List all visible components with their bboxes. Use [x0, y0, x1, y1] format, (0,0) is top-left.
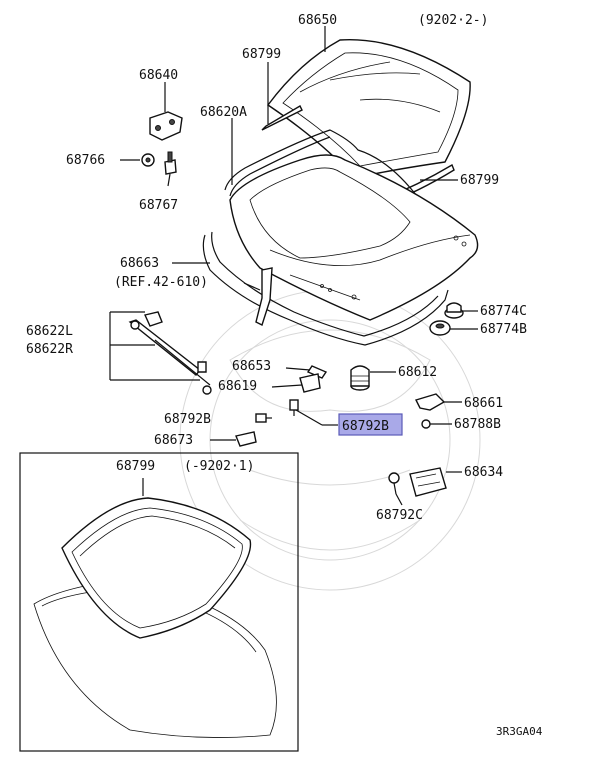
- bolt-68792b-left: [255, 413, 272, 423]
- liftgate-hinge-bracket: [255, 267, 273, 326]
- highlight-box[interactable]: [338, 413, 403, 436]
- label-ref: (REF.42-610): [114, 275, 208, 290]
- bracket-68673: [235, 431, 257, 447]
- label-68792c: 68792C: [376, 508, 423, 523]
- label-68661: 68661: [464, 396, 503, 411]
- bolt-68792b-center: [289, 399, 299, 416]
- label-68766: 68766: [66, 153, 105, 168]
- label-68799-top: 68799: [242, 47, 281, 62]
- label-68619: 68619: [218, 379, 257, 394]
- striker-68619: [299, 373, 321, 393]
- stopper-68612: [350, 365, 370, 391]
- label-68767: 68767: [139, 198, 178, 213]
- label-68673: 68673: [154, 433, 193, 448]
- molding-strip-left: [261, 105, 303, 131]
- latch-68634: [409, 467, 447, 497]
- label-68663: 68663: [120, 256, 159, 271]
- bumper-68774b: [429, 320, 451, 336]
- label-68640: 68640: [139, 68, 178, 83]
- date-range-inset: (-9202·1): [184, 459, 254, 474]
- label-68774c: 68774C: [480, 304, 527, 319]
- inset-old-type-glass: [33, 497, 277, 738]
- liftgate-panel: [229, 154, 479, 321]
- date-range-top: (9202·2-): [418, 13, 488, 28]
- diagram-code: 3R3GA04: [496, 725, 543, 738]
- label-68799-right: 68799: [460, 173, 499, 188]
- label-68634: 68634: [464, 465, 503, 480]
- label-68788b: 68788B: [454, 417, 501, 432]
- screw-68788b: [421, 419, 431, 429]
- bolt-68767: [164, 151, 177, 175]
- strut-ball-stud-lower: [197, 361, 207, 373]
- inset-box: [19, 452, 299, 752]
- label-68620a: 68620A: [200, 105, 247, 120]
- opening-seal-inner: [211, 231, 439, 337]
- label-68612: 68612: [398, 365, 437, 380]
- label-68622r: 68622R: [26, 342, 73, 357]
- hinge-68640: [149, 111, 183, 141]
- label-68774b: 68774B: [480, 322, 527, 337]
- gas-strut: [128, 319, 212, 395]
- plate-68661: [415, 393, 446, 411]
- leader-lines: [109, 26, 478, 506]
- part-labels: 68650 (9202·2-) 68799 68640 68620A 68766…: [26, 13, 543, 738]
- nut-68766: [141, 153, 155, 167]
- label-68792b-highlighted[interactable]: 68792B: [342, 419, 389, 434]
- strut-ball-stud-upper: [144, 311, 163, 327]
- label-68650: 68650: [298, 13, 337, 28]
- label-68622l: 68622L: [26, 324, 73, 339]
- label-68792b-left: 68792B: [164, 412, 211, 427]
- bolt-68792c: [388, 472, 400, 495]
- bumper-68774c: [444, 302, 464, 319]
- label-68799-inset: 68799: [116, 459, 155, 474]
- label-68653: 68653: [232, 359, 271, 374]
